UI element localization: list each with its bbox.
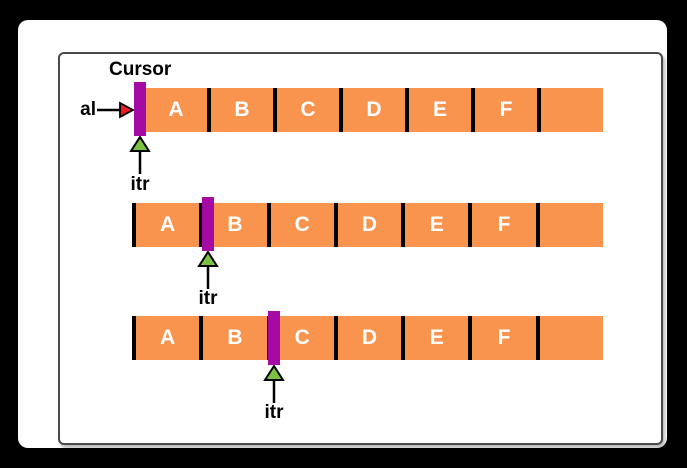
list-cell: E xyxy=(401,316,468,360)
itr-up-arrow-icon xyxy=(263,365,285,403)
list-bar-row3: A B C D E F xyxy=(132,316,603,360)
itr-label-row3: itr xyxy=(264,402,284,423)
list-cell: A xyxy=(132,203,199,247)
list-cell xyxy=(537,88,603,132)
diagram-canvas: Cursor al A B C D E F itr A B C D E F xyxy=(18,20,667,448)
list-cell: A xyxy=(168,98,184,121)
list-cell: B xyxy=(199,203,266,247)
list-cell: F xyxy=(468,203,535,247)
itr-up-arrow-icon xyxy=(197,251,219,289)
list-cell: B xyxy=(207,88,273,132)
cursor-bar-row3 xyxy=(268,311,280,365)
al-right-arrow-icon xyxy=(97,101,135,119)
cursor-bar-row1 xyxy=(134,82,146,136)
list-cell: E xyxy=(401,203,468,247)
list-cell: D xyxy=(339,88,405,132)
cursor-label: Cursor xyxy=(109,59,172,80)
cursor-bar-row2 xyxy=(202,197,214,251)
itr-label-row1: itr xyxy=(130,174,150,195)
list-cell: D xyxy=(333,316,401,360)
itr-up-arrow-icon xyxy=(129,136,151,174)
list-bar-row1: A B C D E F xyxy=(145,88,603,132)
list-cell: D xyxy=(333,203,401,247)
al-label: al xyxy=(80,99,96,120)
list-cell: C xyxy=(273,88,339,132)
list-cell xyxy=(535,203,603,247)
itr-label-row2: itr xyxy=(198,288,218,309)
list-cell: C xyxy=(266,203,334,247)
list-cell: E xyxy=(405,88,471,132)
list-cell: F xyxy=(471,88,537,132)
list-cell: B xyxy=(199,316,266,360)
list-cell: A xyxy=(132,316,199,360)
list-cell xyxy=(535,316,603,360)
list-cell: F xyxy=(468,316,535,360)
